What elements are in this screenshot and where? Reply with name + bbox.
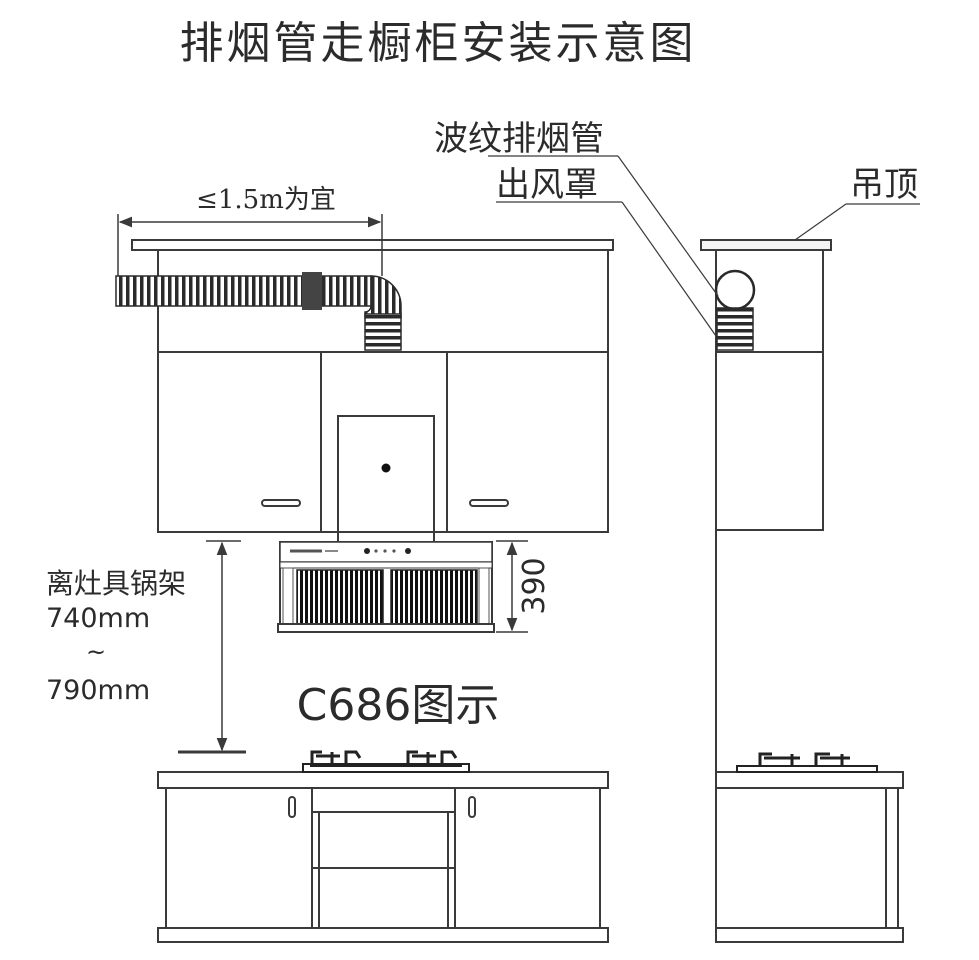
hood-chimney xyxy=(337,415,435,543)
range-hood xyxy=(277,541,495,633)
hood-filter-left xyxy=(296,569,384,625)
duct-horizontal xyxy=(115,275,372,307)
leader-outlet-hood: 出风罩 xyxy=(496,165,717,337)
ceiling-label: 吊顶 xyxy=(850,165,918,205)
hood-height-label: 390 xyxy=(517,557,552,614)
hood-button-3 xyxy=(383,549,387,553)
side-upper-cabinet xyxy=(715,249,824,531)
gas-stove xyxy=(302,750,470,773)
distance-label-line2: 740mm xyxy=(46,603,150,634)
duct-elbow xyxy=(364,275,402,319)
cabinet-handle-right xyxy=(469,499,509,507)
side-ceiling-slab xyxy=(700,239,832,251)
outlet-hood-circle xyxy=(714,269,756,311)
side-duct xyxy=(716,307,754,351)
model-caption: C686图示 xyxy=(297,680,500,731)
hood-button-2 xyxy=(374,549,378,553)
duct-length-dimension: ≤1.5m为宜 xyxy=(117,185,383,276)
chimney-screw xyxy=(381,463,391,473)
hood-to-stove-dimension: 离灶具锅架 740mm ~ 790mm xyxy=(46,540,246,754)
ceiling-slab xyxy=(131,239,614,251)
side-view xyxy=(700,239,904,943)
duct-vertical xyxy=(364,313,402,351)
hood-height-dimension: 390 xyxy=(496,540,552,633)
duct-length-label: ≤1.5m为宜 xyxy=(196,185,336,215)
hood-button-1 xyxy=(364,548,370,554)
leader-ceiling: 吊顶 xyxy=(794,165,920,241)
distance-label-line4: 790mm xyxy=(46,675,150,706)
distance-label-line1: 离灶具锅架 xyxy=(46,567,186,600)
cabinet-handle-left xyxy=(261,499,301,507)
front-view xyxy=(115,239,614,943)
hood-button-4 xyxy=(392,549,396,553)
upper-cabinet xyxy=(157,249,609,533)
hood-filter-right xyxy=(390,569,478,625)
distance-label-line3: ~ xyxy=(86,638,106,666)
side-gas-stove xyxy=(736,752,878,773)
hood-button-5 xyxy=(405,548,411,554)
corrugated-pipe-label: 波纹排烟管 xyxy=(434,119,604,159)
page-title: 排烟管走橱柜安装示意图 xyxy=(180,18,697,69)
leader-corrugated-pipe: 波纹排烟管 xyxy=(434,119,719,297)
base-cabinet xyxy=(157,771,609,943)
outlet-hood-label: 出风罩 xyxy=(496,165,598,205)
